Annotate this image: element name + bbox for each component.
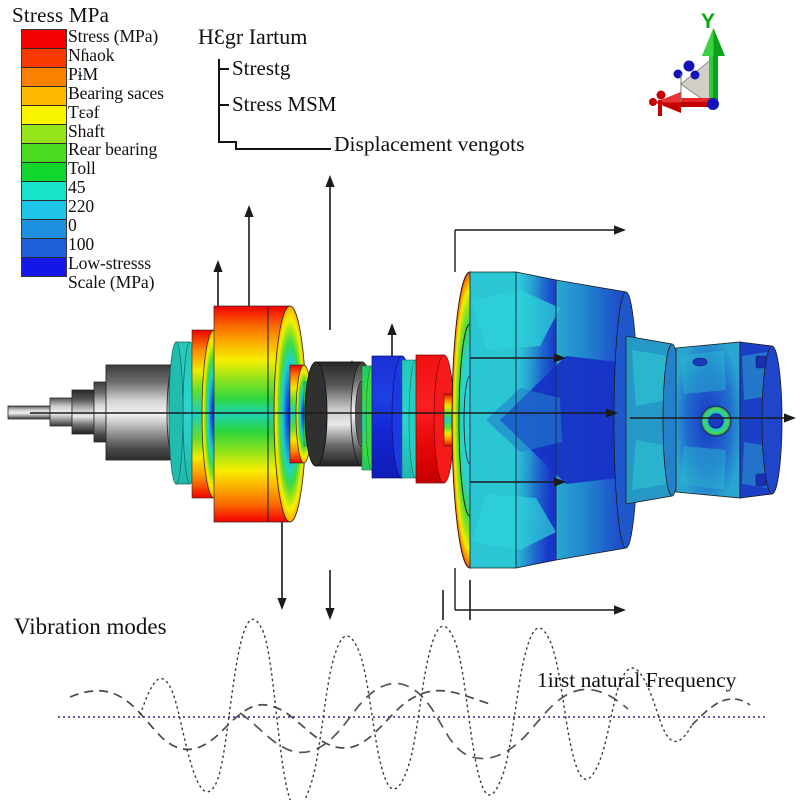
- colorbar-band-6: [22, 144, 66, 163]
- stator-housing-body: [469, 271, 639, 569]
- axis-y-label: Y: [701, 10, 716, 33]
- vibration-mode-1: [69, 689, 495, 751]
- vibration-modes-plot: [58, 618, 766, 805]
- legend-label-7: Toll: [68, 158, 96, 179]
- legend-label-6: Rear bearing: [68, 139, 158, 160]
- tree-tick-2: [218, 104, 229, 106]
- colorbar-band-8: [22, 182, 66, 201]
- tree-leaf-label: Displacement vengots: [334, 132, 525, 156]
- fea-assembly-viewport[interactable]: [0, 150, 800, 655]
- vibration-mode-2: [239, 682, 629, 760]
- colorbar-band-1: [22, 49, 66, 68]
- housing-step-collar: [625, 335, 682, 505]
- legend-label-10: 0: [68, 215, 77, 236]
- tree-elbow-horizontal-upper: [218, 141, 237, 143]
- legend-label-4: Tɛəf: [68, 101, 100, 122]
- dimension-arrowheads-horizontal: [554, 225, 796, 615]
- tree-tick-1: [218, 68, 229, 70]
- legend-label-5: Shaft: [68, 120, 105, 141]
- dimension-arrows-horizontal: [30, 229, 790, 611]
- coordinate-axis-triad: Y: [645, 10, 765, 132]
- tree-elbow-horizontal-lower: [235, 148, 331, 150]
- colorbar-band-11: [22, 239, 66, 258]
- legend-label-8: 45: [68, 177, 86, 198]
- annotation-tree: HƐgr Iartum Strestg Stress MЅM Displacem…: [196, 24, 616, 156]
- vibration-mode-tail: [691, 698, 751, 726]
- colorbar-band-7: [22, 163, 66, 182]
- assembly-geometry: [7, 175, 796, 655]
- rotor-disc-stack: [361, 354, 455, 484]
- legend-label-0: Stress (MPa): [68, 26, 159, 46]
- legend-label-9: 220: [68, 196, 95, 217]
- legend-label-1: Nɦaok: [68, 44, 115, 65]
- vibration-modes-chart: Vibration modes: [0, 605, 800, 805]
- colorbar-band-4: [22, 106, 66, 125]
- colorbar-band-3: [22, 87, 66, 106]
- vibration-modes-title: Vibration modes: [14, 614, 167, 639]
- tree-vertical-connector: [218, 59, 220, 143]
- tree-elbow-vertical: [235, 141, 237, 150]
- legend-label-2: PɨM: [68, 63, 99, 84]
- tree-child-label-1: Strestg: [232, 56, 291, 80]
- colorbar-band-10: [22, 220, 66, 239]
- legend-label-3: Bearing saces: [68, 82, 164, 103]
- colorbar-band-0: [22, 30, 66, 49]
- vibration-mode-3: [139, 618, 693, 805]
- legend-label-11: 100: [68, 233, 95, 254]
- legend-title: Stress MPa: [12, 3, 110, 27]
- colorbar-band-2: [22, 68, 66, 87]
- colorbar-band-9: [22, 201, 66, 220]
- colorbar-band-5: [22, 125, 66, 144]
- tree-root-label: HƐgr Iartum: [198, 24, 308, 49]
- tree-child-label-2: Stress MЅM: [232, 92, 337, 116]
- legend-label-12: Low-stresss: [68, 252, 151, 273]
- legend-scale-caption: Scale (MPa): [68, 271, 155, 292]
- axis-triad-icon: [649, 28, 725, 116]
- rotor-disc-large: [213, 305, 307, 523]
- fea-assembly-svg: [7, 175, 796, 655]
- colorbar-band-12: [22, 258, 66, 276]
- first-natural-frequency-label: 1irst natural Frequency: [537, 668, 737, 692]
- stress-colorbar: [21, 29, 67, 277]
- rear-bearing-housing: [675, 341, 783, 499]
